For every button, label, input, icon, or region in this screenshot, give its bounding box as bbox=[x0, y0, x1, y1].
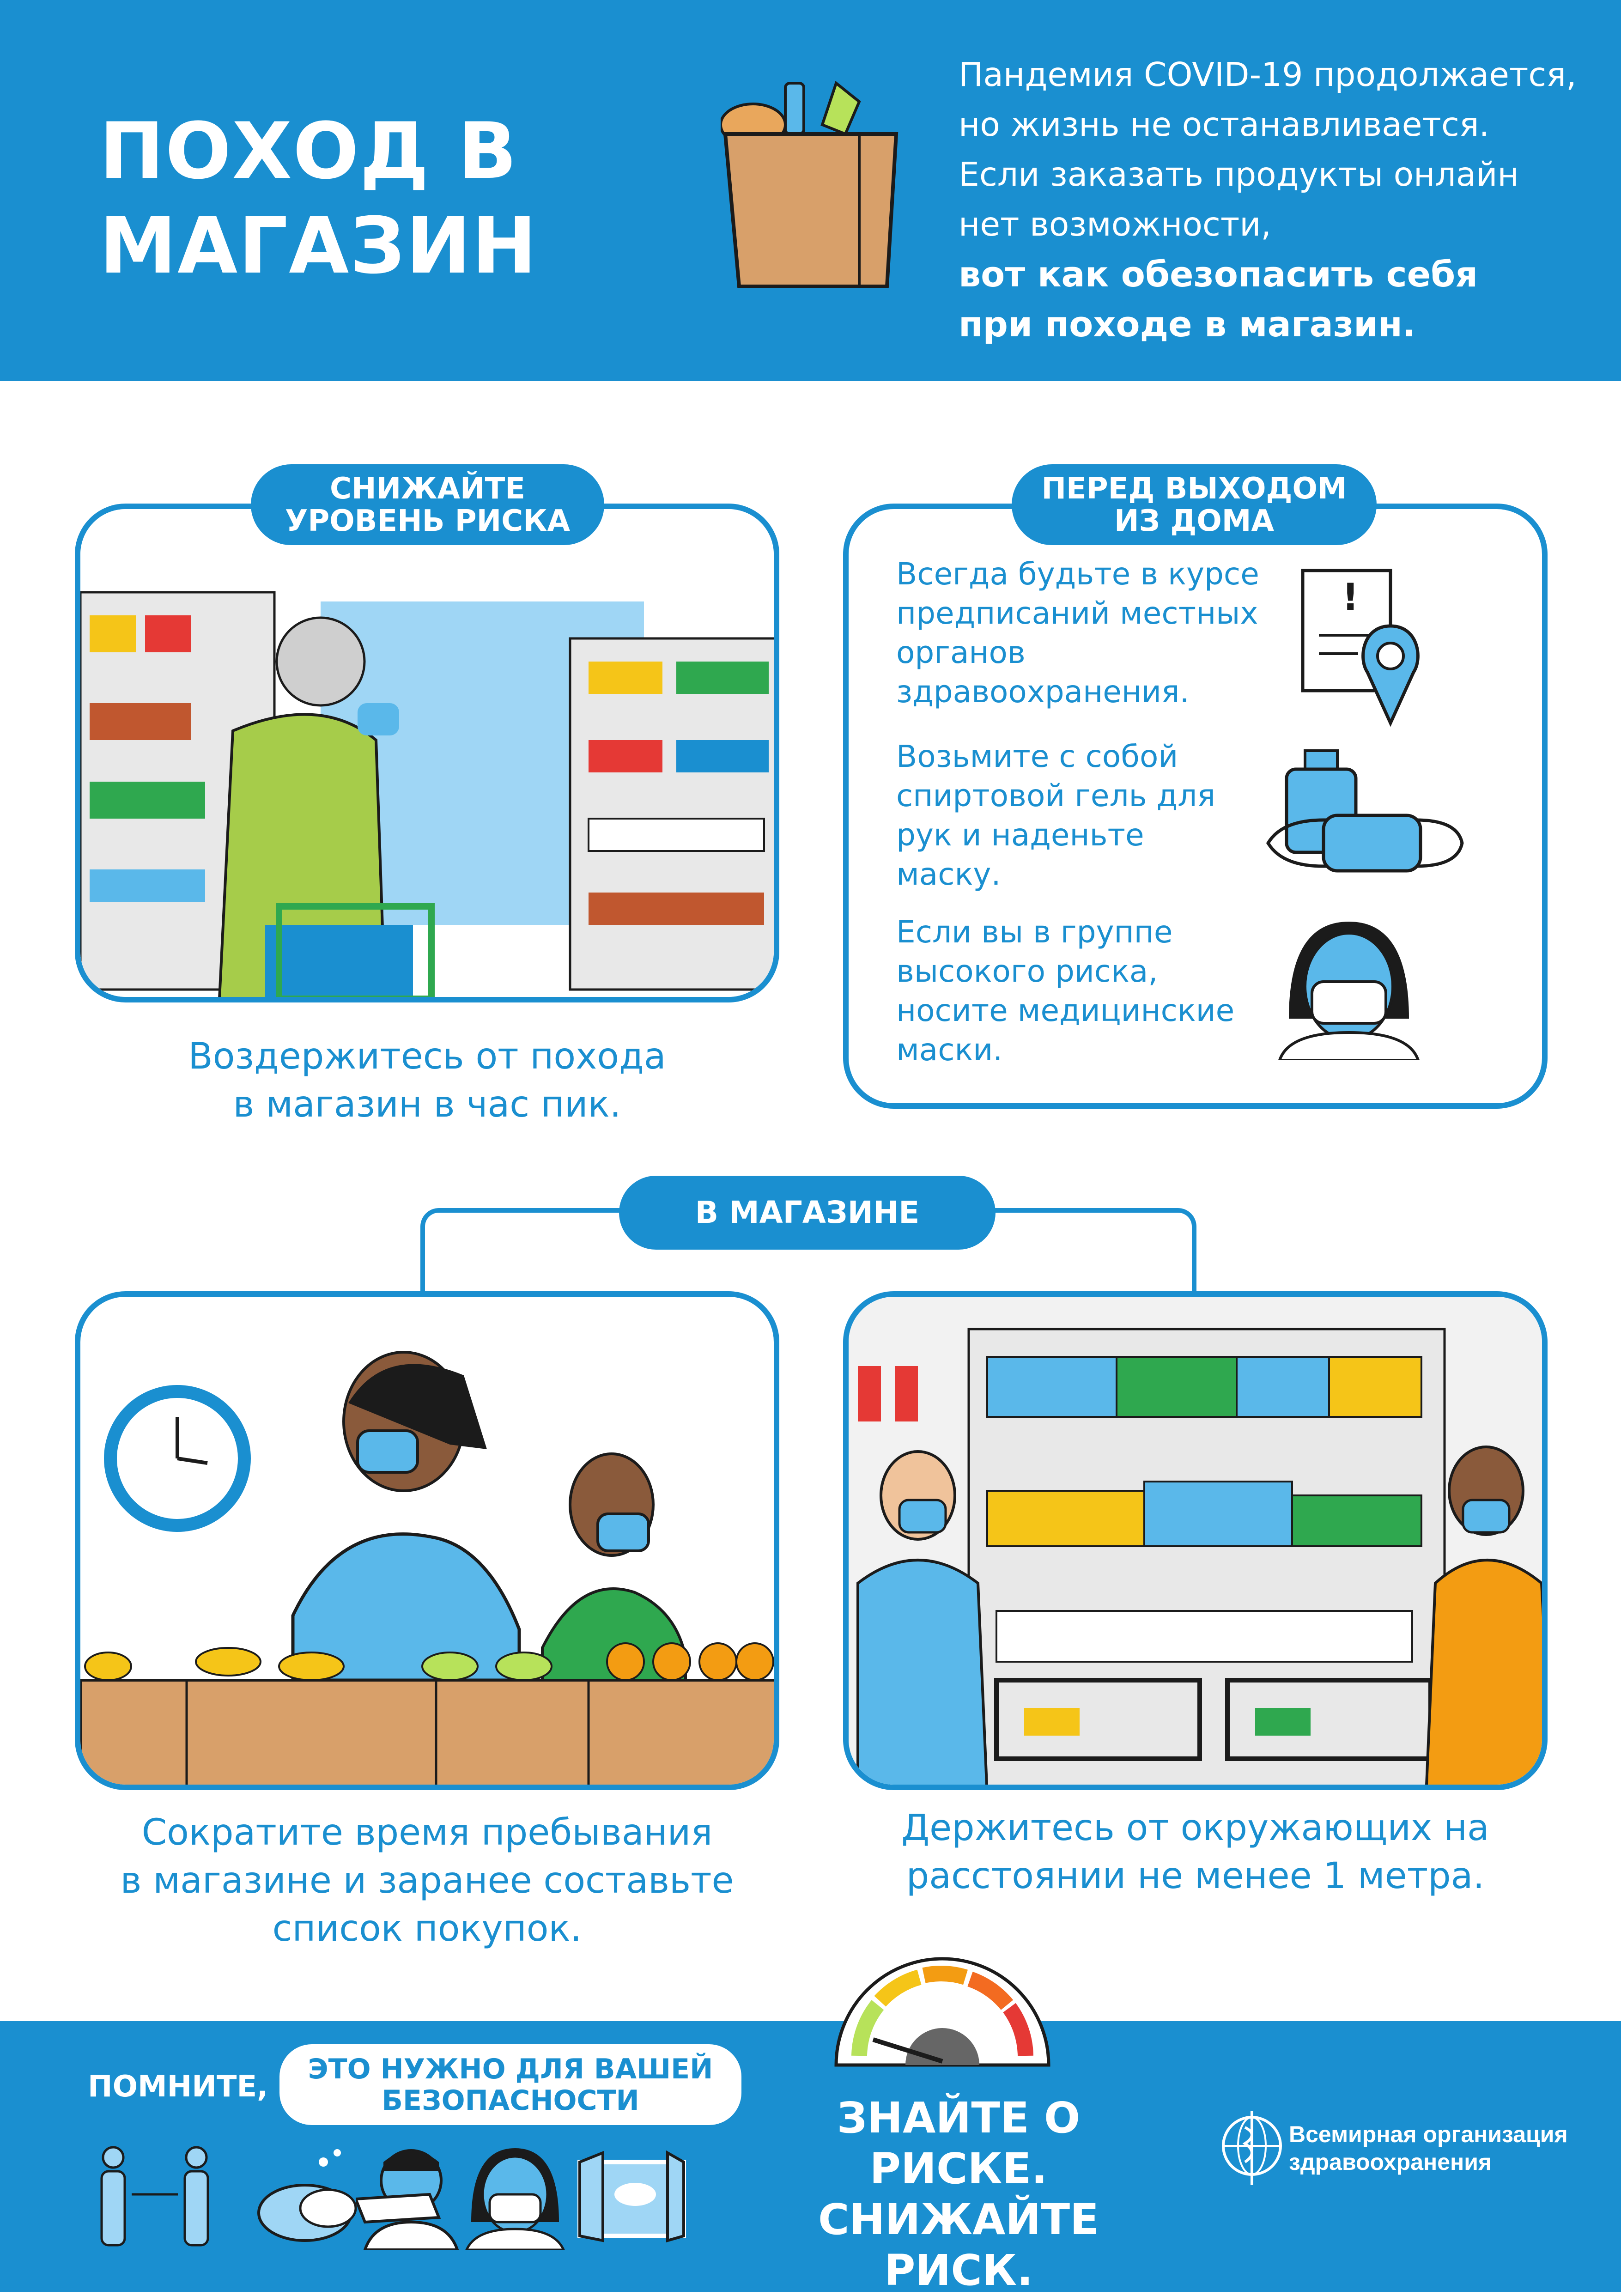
before-leaving-card bbox=[843, 504, 1548, 1109]
slogan: ЗНАЙТЕ О РИСКЕ. СНИЖАЙТЕ РИСК. bbox=[744, 2093, 1173, 2296]
intro-line-4: нет возможности, bbox=[959, 205, 1271, 243]
tip-2-line-1: Возьмите с собой bbox=[896, 739, 1178, 774]
produce-shopping-illustration bbox=[80, 1351, 774, 1785]
tip-sanitizer-mask: Возьмите с собой спиртовой гель для рук … bbox=[896, 737, 1312, 894]
title-line-1: ПОХОД В bbox=[99, 106, 518, 196]
intro-line-1: Пандемия COVID-19 продолжается, bbox=[959, 55, 1577, 94]
remember-label: ПОМНИТЕ, bbox=[88, 2070, 268, 2104]
slogan-line-2: СНИЖАЙТЕ РИСК. bbox=[818, 2195, 1099, 2295]
in-store-distance-card bbox=[843, 1291, 1548, 1790]
intro-bold-line-2: при походе в магазин. bbox=[959, 304, 1416, 345]
reduce-risk-caption-line-2: в магазин в час пик. bbox=[233, 1084, 621, 1125]
page-title: ПОХОД В МАГАЗИН bbox=[99, 104, 561, 293]
intro-bold-line-1: вот как обезопасить себя bbox=[959, 254, 1478, 295]
who-name-line-1: Всемирная организация bbox=[1289, 2121, 1568, 2147]
safety-pill: ЭТО НУЖНО ДЛЯ ВАШЕЙ БЕЗОПАСНОСТИ bbox=[279, 2044, 741, 2125]
who-emblem-icon bbox=[1217, 2109, 1287, 2187]
tip-1-line-3: органов bbox=[896, 635, 1026, 670]
tip-1-line-4: здравоохранения. bbox=[896, 674, 1190, 710]
distance-icon bbox=[95, 2144, 215, 2250]
sneeze-elbow-icon bbox=[356, 2144, 462, 2250]
svg-text:!: ! bbox=[1342, 576, 1359, 619]
tip-3-line-3: носите медицинские bbox=[896, 993, 1235, 1028]
who-name: Всемирная организация здравоохранения bbox=[1289, 2120, 1568, 2176]
distance-caption-line-1: Держитесь от окружающих на bbox=[901, 1807, 1489, 1849]
in-store-distance-caption: Держитесь от окружающих на расстоянии не… bbox=[843, 1804, 1548, 1900]
reduce-risk-card bbox=[75, 504, 779, 1002]
in-store-time-card bbox=[75, 1291, 779, 1790]
intro-line-3: Если заказать продукты онлайн bbox=[959, 155, 1519, 194]
tip-medical-masks: Если вы в группе высокого риска, носите … bbox=[896, 912, 1312, 1069]
reduce-risk-badge-line-2: УРОВЕНЬ РИСКА bbox=[285, 504, 571, 538]
time-caption-line-1: Сократите время пребывания bbox=[141, 1812, 713, 1853]
tip-2-line-4: маску. bbox=[896, 856, 1001, 892]
title-line-2: МАГАЗИН bbox=[99, 200, 538, 291]
tip-health-authorities: Всегда будьте в курсе предписаний местны… bbox=[896, 554, 1312, 711]
grocery-bag-icon bbox=[721, 74, 905, 296]
document-location-icon: ! bbox=[1298, 566, 1427, 732]
tip-3-line-2: высокого риска, bbox=[896, 954, 1158, 989]
masked-woman-icon bbox=[1275, 912, 1423, 1060]
tip-2-line-3: рук и наденьте bbox=[896, 817, 1144, 853]
mask-face-icon bbox=[462, 2144, 568, 2250]
tip-2-line-2: спиртовой гель для bbox=[896, 778, 1216, 814]
tip-1-line-1: Всегда будьте в курсе bbox=[896, 556, 1259, 592]
tip-1-line-2: предписаний местных bbox=[896, 595, 1258, 631]
reduce-risk-badge: СНИЖАЙТЕ УРОВЕНЬ РИСКА bbox=[251, 464, 604, 545]
intro-text: Пандемия COVID-19 продолжается, но жизнь… bbox=[959, 50, 1605, 349]
reduce-risk-badge-line-1: СНИЖАЙТЕ bbox=[330, 471, 525, 506]
time-caption-line-2: в магазине и заранее составьте bbox=[120, 1860, 734, 1901]
before-leaving-badge-line-2: ИЗ ДОМА bbox=[1114, 504, 1274, 538]
handwash-icon bbox=[254, 2144, 370, 2250]
intro-line-2: но жизнь не останавливается. bbox=[959, 105, 1490, 144]
hand-sanitizer-mask-icon bbox=[1263, 737, 1467, 875]
slogan-line-1: ЗНАЙТЕ О РИСКЕ. bbox=[837, 2093, 1081, 2193]
footer-banner bbox=[0, 2021, 1621, 2292]
who-name-line-2: здравоохранения bbox=[1289, 2149, 1492, 2175]
tip-3-line-1: Если вы в группе bbox=[896, 914, 1173, 950]
safety-line-1: ЭТО НУЖНО ДЛЯ ВАШЕЙ bbox=[308, 2053, 713, 2085]
time-caption-line-3: список покупок. bbox=[272, 1908, 582, 1950]
risk-gauge-icon bbox=[827, 1940, 1058, 2074]
before-leaving-badge-line-1: ПЕРЕД ВЫХОДОМ bbox=[1041, 471, 1347, 506]
reduce-risk-caption-line-1: Воздержитесь от похода bbox=[188, 1036, 666, 1077]
open-window-icon bbox=[575, 2148, 688, 2245]
in-store-time-caption: Сократите время пребывания в магазине и … bbox=[75, 1809, 779, 1953]
in-store-badge: В МАГАЗИНЕ bbox=[619, 1176, 996, 1250]
distance-caption-line-2: расстоянии не менее 1 метра. bbox=[906, 1855, 1485, 1897]
before-leaving-badge: ПЕРЕД ВЫХОДОМ ИЗ ДОМА bbox=[1012, 464, 1377, 545]
tip-3-line-4: маски. bbox=[896, 1032, 1003, 1068]
reduce-risk-caption: Воздержитесь от похода в магазин в час п… bbox=[75, 1033, 779, 1129]
distancing-aisle-illustration bbox=[849, 1297, 1542, 1785]
supermarket-aisle-illustration bbox=[80, 509, 774, 997]
safety-line-2: БЕЗОПАСНОСТИ bbox=[382, 2084, 639, 2117]
